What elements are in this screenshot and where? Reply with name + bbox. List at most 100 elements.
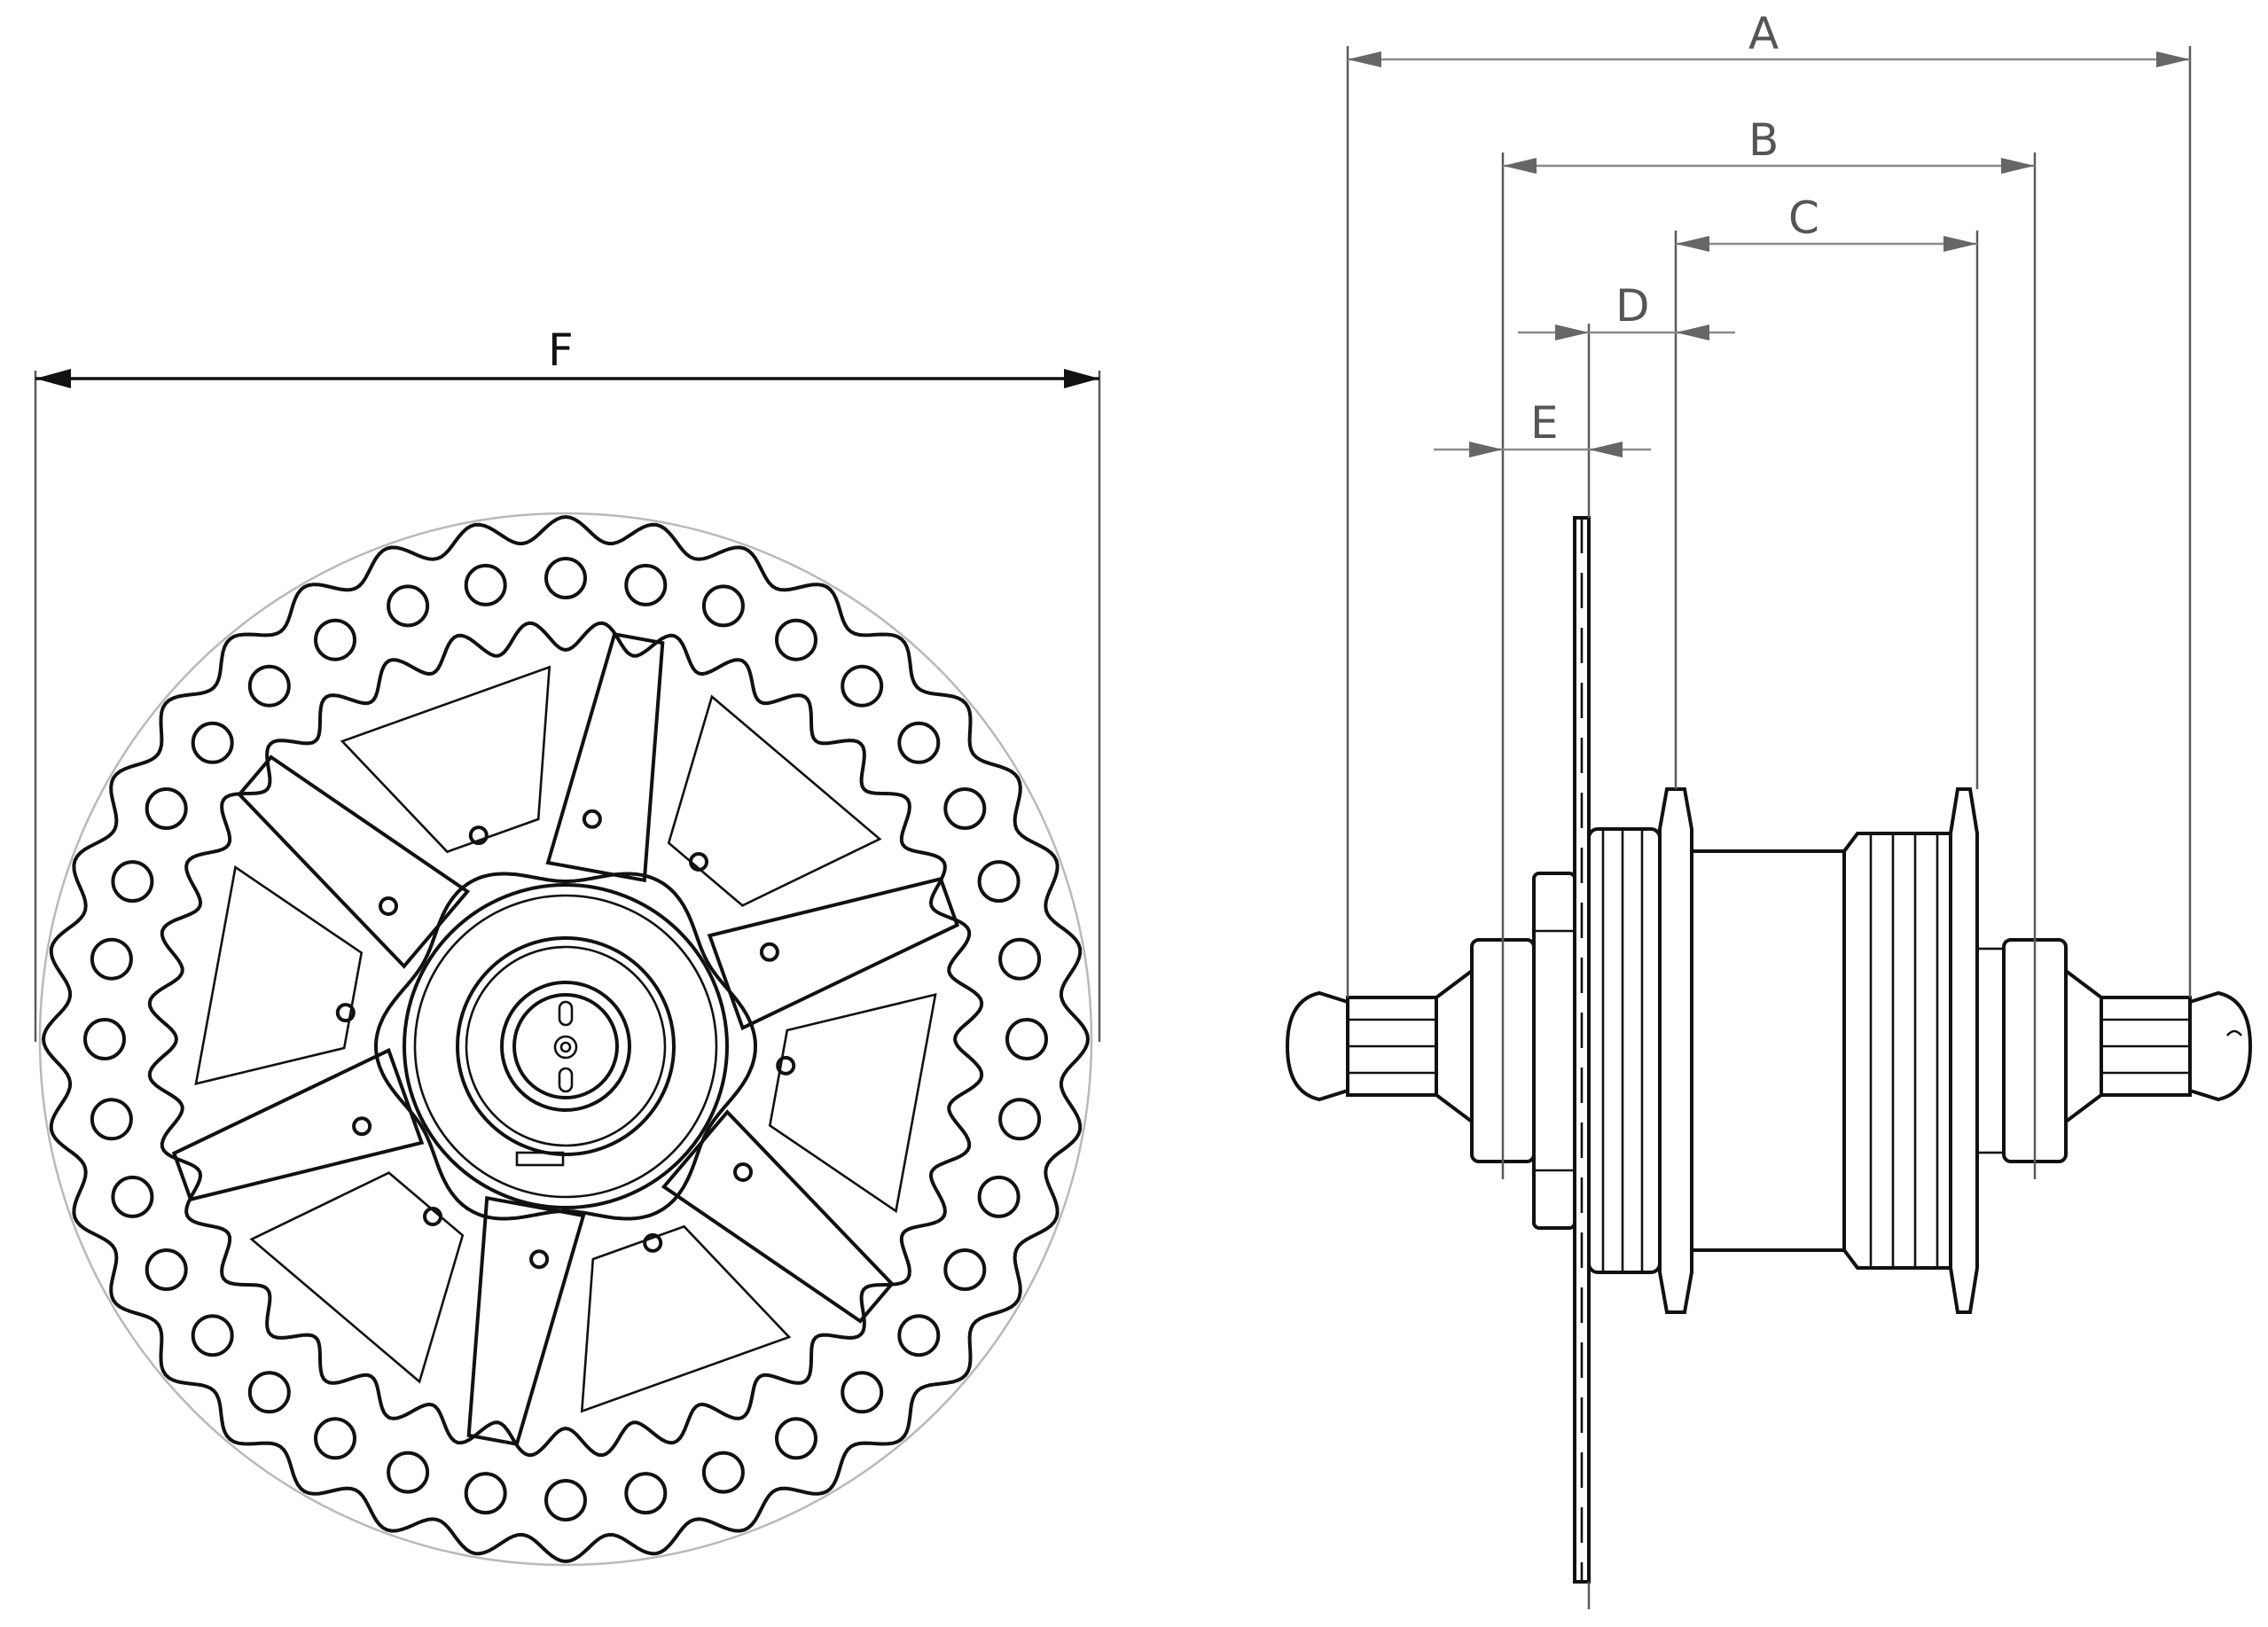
cooling-hole [701, 584, 745, 628]
rotor-cooling-holes [83, 557, 1048, 1521]
cooling-hole [247, 1371, 291, 1414]
cooling-hole [247, 664, 291, 708]
cooling-hole [387, 1451, 430, 1494]
rotor-wavy-inner-edge [147, 621, 984, 1458]
bolt-hole [643, 1232, 663, 1253]
left-cap-dome [1285, 990, 1349, 1102]
cooling-hole [111, 1175, 154, 1218]
bolt-hole [529, 1249, 550, 1270]
hub-body-circle [403, 883, 729, 1209]
cooling-hole [90, 1098, 133, 1141]
cooling-hole [191, 1314, 234, 1357]
rotor-front-view [38, 512, 1093, 1567]
axle-slot-top [558, 1000, 574, 1027]
bolt-hole [352, 1116, 372, 1137]
spider-arm [545, 632, 665, 883]
bolt-hole [335, 1003, 356, 1023]
spider-arm [707, 876, 960, 1031]
spider-window [249, 1171, 465, 1384]
cooling-hole [701, 1451, 745, 1494]
hub-center-front [373, 872, 758, 1221]
dim-A-label: A [1748, 8, 1779, 59]
cooling-hole [624, 563, 668, 606]
spider-window [194, 864, 364, 1086]
cooling-hole [387, 584, 430, 628]
cooling-hole [314, 618, 356, 661]
spider-arm [661, 1109, 895, 1324]
rotor-wavy-outer-edge [41, 514, 1091, 1564]
dim-C-label: C [1788, 192, 1819, 244]
bolt-hole [776, 1055, 796, 1076]
cooling-hole [775, 618, 817, 661]
right-flange-body [1842, 832, 1952, 1270]
cooling-hole [464, 1472, 507, 1515]
spider-arm [466, 1195, 586, 1446]
cooling-hole [841, 664, 884, 708]
cooling-hole [943, 787, 987, 830]
bolt-hole [582, 809, 602, 829]
cooling-hole [1005, 1018, 1048, 1060]
axle-end-outer [500, 981, 631, 1112]
cooling-hole [977, 1175, 1021, 1218]
spider-arm [171, 1047, 425, 1202]
left-end-cap [1285, 967, 1474, 1125]
right-spacer [1975, 947, 2006, 1154]
cooling-hole [897, 1314, 941, 1357]
cooling-hole [998, 937, 1042, 981]
bolt-hole [759, 942, 779, 962]
left-lock-ring [1532, 872, 1576, 1230]
hub-side-view [1285, 516, 2253, 1584]
cooling-hole [83, 1018, 126, 1060]
hub-shell-body [1690, 849, 1846, 1252]
dim-F-label: F [548, 325, 574, 376]
cooling-hole [111, 860, 154, 903]
cooling-hole [624, 1472, 668, 1515]
spider-window [580, 1224, 792, 1413]
left-hub-flange [1587, 787, 1693, 1314]
bolt-hole [689, 852, 708, 872]
cooling-hole [943, 1248, 987, 1291]
cooling-hole [90, 937, 133, 981]
bolt-hole [468, 825, 489, 846]
axle-center-hole [553, 1035, 578, 1060]
axle-nut-ring [465, 945, 667, 1147]
spider-window [667, 694, 882, 907]
rotor-bolt-holes [335, 809, 796, 1270]
side-view-dimensions: A B C D E [1346, 8, 2192, 1609]
hub-flange-lobes [373, 872, 758, 1221]
cooling-hole [145, 1248, 188, 1291]
spider-arm [237, 755, 471, 969]
cooling-hole [464, 563, 507, 606]
dim-D-label: D [1615, 280, 1650, 332]
right-hub-flange [1842, 787, 1979, 1314]
rotor-spider-arms [171, 632, 960, 1446]
axle-end-inner [512, 993, 619, 1099]
axle-nut-outer [456, 936, 676, 1156]
spider-window [340, 665, 551, 854]
right-cone [2064, 967, 2103, 1125]
left-flange-body [1587, 827, 1662, 1274]
dim-B-label: B [1748, 114, 1779, 166]
hub-body-inner-circle [413, 894, 718, 1199]
right-end-cap [2064, 967, 2253, 1125]
spider-window [768, 992, 937, 1214]
cooling-hole [191, 721, 234, 764]
dim-E-label: E [1530, 397, 1559, 449]
right-cap-dome [2188, 990, 2253, 1102]
cooling-hole [775, 1417, 817, 1460]
right-cap-clip [2225, 1029, 2243, 1036]
right-flange-rim [1949, 787, 1979, 1314]
bolt-hole [423, 1207, 442, 1226]
rotor-edge-view [1573, 516, 1591, 1584]
bolt-hole [379, 896, 398, 916]
cooling-hole [998, 1098, 1042, 1141]
cooling-hole [544, 1479, 587, 1521]
cooling-hole [145, 787, 188, 830]
cooling-hole [314, 1417, 356, 1460]
dimension-F: F [34, 325, 1101, 1042]
cooling-hole [897, 721, 941, 764]
left-flange-rim [1658, 787, 1693, 1314]
bolt-hole [733, 1162, 753, 1182]
axle-slot-bottom [558, 1067, 574, 1093]
